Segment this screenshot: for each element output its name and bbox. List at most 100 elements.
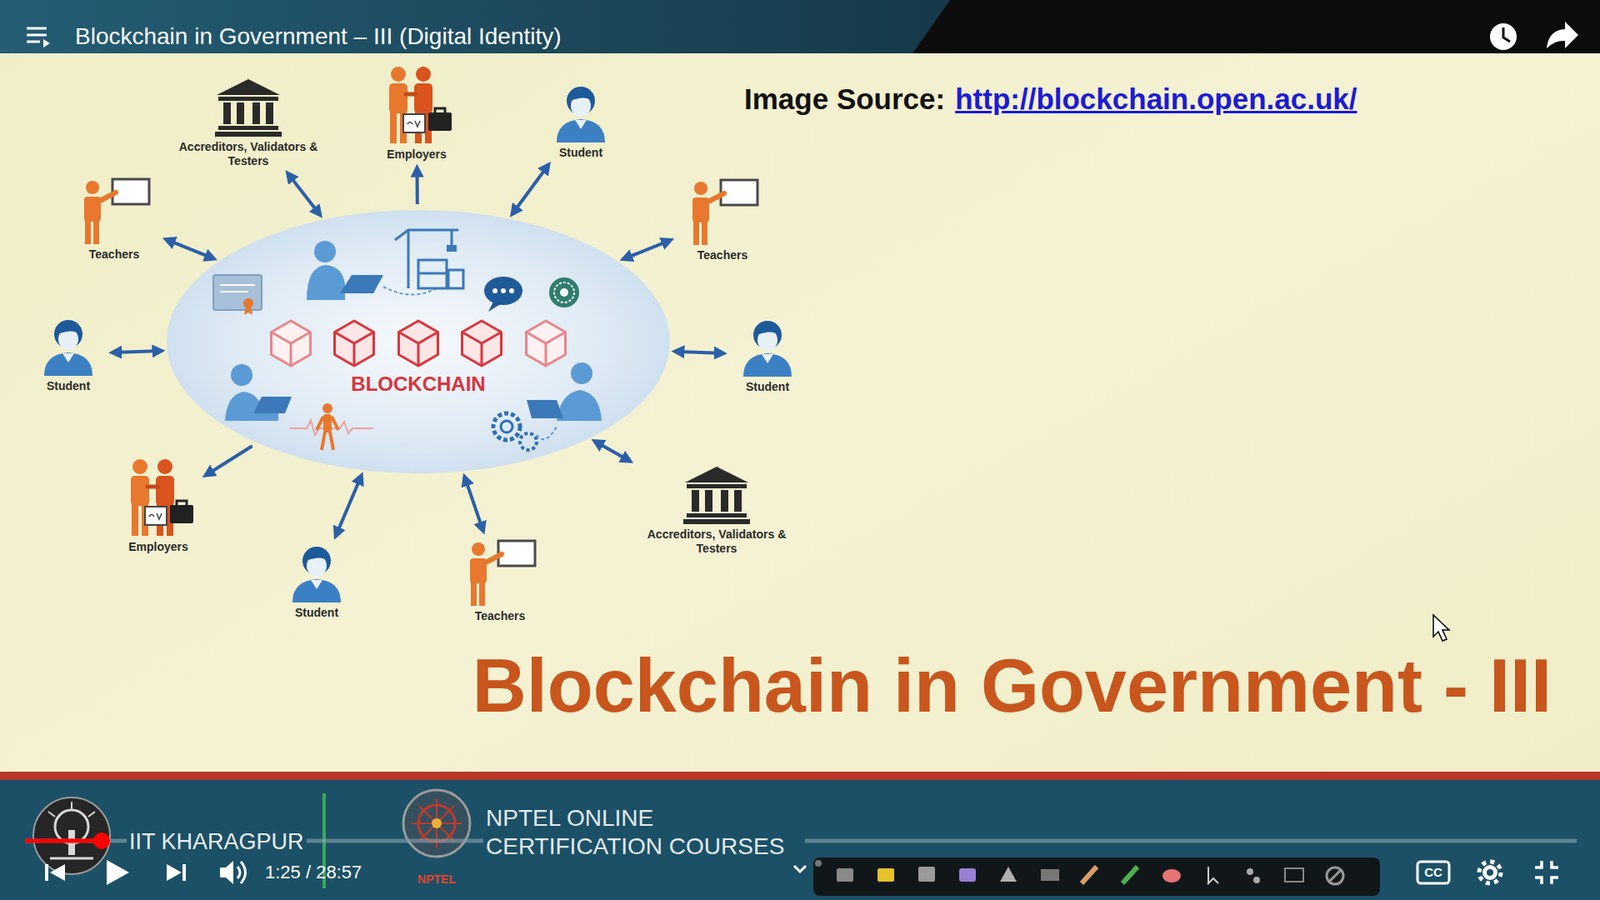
blockchain-illustration: [492, 288, 498, 294]
nptel-logo: [419, 805, 455, 841]
blockchain-illustration: [220, 290, 249, 293]
employers-icon: [132, 459, 148, 475]
iit-logo: [33, 797, 110, 875]
blockchain-illustration: [560, 288, 569, 297]
stakeholder-node: Employers: [375, 64, 459, 162]
blockchain-illustration: [446, 245, 457, 252]
connector-arrow: [205, 445, 253, 475]
student-icon: [756, 327, 780, 335]
menu-icon: [26, 34, 47, 37]
blockchain-illustration: [556, 390, 602, 421]
nptel-logo: [431, 818, 442, 829]
annotation-toolbar: [1326, 867, 1344, 885]
stakeholder-node: Accreditors, Validators & Testers: [635, 464, 799, 556]
student-icon: [310, 580, 323, 590]
player-controls: [106, 860, 130, 885]
fullscreen-exit-icon: [1551, 877, 1559, 885]
annotation-toolbar: [918, 866, 935, 882]
progress-bar: [93, 832, 110, 850]
player-controls: [50, 864, 65, 881]
stakeholder-node: Teachers: [68, 175, 160, 262]
connector-arrow: [623, 240, 671, 260]
course-banner: NPTEL ONLINE CERTIFICATION COURSES: [483, 804, 805, 861]
annotation-toolbar: [813, 857, 1380, 896]
annotation-toolbar: [1081, 866, 1097, 884]
blockchain-illustration: [520, 433, 537, 450]
employers-icon: [147, 484, 158, 489]
menu-icon: [43, 39, 50, 48]
employers-icon: [149, 513, 162, 520]
blockchain-illustration: [244, 306, 253, 315]
blockchain-illustration: [549, 277, 580, 308]
student-icon: [551, 82, 610, 143]
blockchain-illustration: [395, 230, 464, 289]
bottom-bar: [0, 771, 1600, 780]
student-icon: [570, 93, 593, 101]
menu-icon: [26, 28, 50, 48]
teacher-icon: [701, 220, 708, 245]
blockchain-illustration: [509, 288, 515, 294]
institution-icon: [223, 102, 231, 125]
node-label: Student: [295, 605, 339, 620]
employers-icon: [405, 91, 416, 96]
institution-icon: [213, 76, 284, 137]
institution-icon: [734, 490, 742, 512]
blockchain-illustration: [570, 362, 593, 385]
teacher-icon: [706, 193, 725, 203]
employers-icon: [131, 504, 139, 536]
player-controls: [45, 860, 246, 885]
iit-logo: [48, 811, 55, 817]
institution-icon: [681, 464, 752, 525]
institution-icon: [265, 102, 274, 125]
blockchain-illustration: [500, 288, 506, 294]
bottom-bar: [0, 771, 1600, 900]
blockchain-illustration: [526, 400, 564, 419]
node-label: Student: [46, 379, 90, 394]
student-icon: [57, 326, 80, 335]
nptel-logo: [419, 805, 455, 841]
blockchain-illustration: [554, 282, 575, 303]
blockchain-illustration: [526, 332, 566, 367]
employers-icon: [389, 83, 408, 114]
institution-icon: [686, 513, 747, 518]
teacher-icon: [460, 537, 540, 606]
blockchain-illustration: [418, 260, 447, 289]
student-icon: [556, 119, 605, 143]
employers-icon: [170, 505, 194, 524]
employers-icon: [145, 506, 167, 525]
teacher-icon: [471, 542, 485, 556]
iit-logo: [33, 797, 110, 875]
blockchain-illustration: [399, 320, 439, 366]
employers-icon: [390, 111, 397, 144]
top-bar: [0, 0, 1600, 54]
blockchain-illustration: [536, 426, 557, 440]
annotation-toolbar: [877, 868, 895, 882]
bottom-bar: [0, 780, 1600, 900]
annotation-toolbar: [1162, 869, 1181, 883]
source-link: http://blockchain.open.ac.uk/: [955, 81, 1357, 117]
institution-icon: [685, 466, 749, 483]
blockchain-illustration: [526, 320, 566, 366]
teacher-icon: [479, 581, 485, 606]
blockchain-illustration: [306, 265, 345, 300]
teacher-icon: [85, 180, 100, 195]
node-label: Teachers: [697, 248, 748, 263]
connector-arrow: [165, 239, 214, 259]
fullscreen-exit-icon: [1535, 860, 1559, 885]
node-label: Teachers: [475, 609, 525, 624]
dropdown-chevron: [794, 865, 806, 872]
teacher-icon: [694, 181, 708, 195]
blockchain-illustration: [484, 276, 523, 305]
blockchain-illustration: [220, 284, 255, 286]
student-icon: [39, 315, 98, 376]
blockchain-illustration: [323, 414, 332, 433]
node-label: Employers: [128, 540, 189, 555]
menu-icon: [26, 27, 47, 30]
student-icon: [738, 316, 797, 377]
blockchain-illustration: [340, 275, 384, 294]
connector-arrow: [595, 440, 630, 461]
connector-arrow: [675, 351, 724, 354]
stakeholder-node: Student: [730, 316, 805, 395]
